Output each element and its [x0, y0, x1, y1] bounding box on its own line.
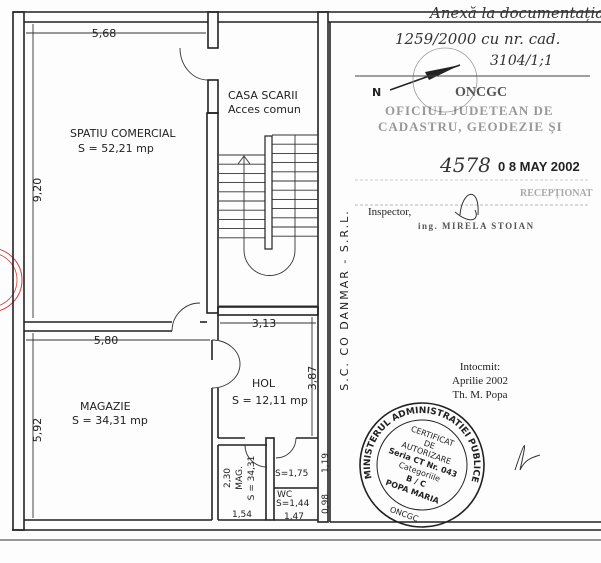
dimension-lines [26, 24, 316, 518]
author-label: Intocmit: [460, 361, 500, 373]
dim-spatiu-width: 5,68 [92, 27, 117, 40]
stamp-seal-text: ONCGC [455, 85, 507, 100]
walls [0, 11, 601, 541]
handwritten-line-2: 1259/2000 cu nr. cad. [395, 30, 560, 48]
inspector-signature [454, 193, 479, 221]
stamp-inspector-name: ing. MIRELA STOIAN [418, 221, 535, 231]
neighbor-label: S.C. CO DANMAR - S.R.L. [338, 209, 351, 391]
svg-text:N: N [372, 86, 381, 99]
dim-room-175: 1,19 [321, 453, 331, 473]
stamp-line-1: OFICIUL JUDETEAN DE [385, 103, 554, 118]
room-hol: HOL [252, 377, 276, 390]
stamp-line-2: CADASTRU, GEODEZIE ŞI [378, 119, 563, 134]
dim-wc-length: 0,98 [321, 494, 331, 514]
stamp-date: 0 8 MAY 2002 [498, 159, 580, 174]
stair-part [237, 155, 251, 165]
stamp-inspector-label: Inspector, [368, 206, 411, 218]
stamp-status: RECEPȚIONAT [520, 188, 593, 199]
oncgc-stamp: ONCGC OFICIUL JUDETEAN DE CADASTRU, GEOD… [355, 47, 593, 231]
stair-part [243, 249, 296, 276]
dim-magazie-width: 5,80 [94, 334, 119, 347]
dim-magazie-length: 5,92 [31, 418, 44, 443]
area-spatiu-comercial: S = 52,21 mp [78, 142, 154, 155]
red-stamp-fragment [0, 249, 23, 311]
area-room-175: S=1,75 [275, 469, 308, 479]
author-date: Aprilie 2002 [452, 375, 508, 387]
room-magazie: MAGAZIE [80, 400, 131, 413]
dim-wc-width: 1,47 [284, 512, 304, 522]
author-name: Th. M. Popa [453, 389, 508, 401]
handwritten-line-1: Anexă la documentația [428, 4, 601, 22]
dim-mag-length: 2,30 [223, 468, 233, 488]
area-magazie: S = 34,31 mp [72, 414, 148, 427]
svg-text:DE: DE [423, 439, 437, 451]
dim-spatiu-length: 9,20 [31, 178, 44, 203]
authorization-stamp: MINISTERUL ADMINISTRATIEI PUBLICE CERTIF… [355, 389, 498, 528]
stamp-registration-number: 4578 [439, 153, 491, 177]
area-mag-small: S = 34,31 [247, 456, 257, 501]
area-hol: S = 12,11 mp [232, 394, 308, 407]
dim-mag-width: 1,54 [232, 510, 252, 520]
svg-text:ONCGC: ONCGC [389, 505, 420, 524]
room-spatiu-comercial: SPATIU COMERCIAL [70, 127, 176, 140]
staircase [219, 134, 318, 307]
handwritten-line-3: 3104/1;1 [490, 53, 553, 69]
room-mag-small: MAG. [235, 466, 245, 490]
stair-part [264, 135, 273, 250]
doors [171, 47, 297, 468]
dim-hol-length: 3,87 [306, 366, 319, 391]
area-wc: S=1,44 [276, 499, 310, 509]
room-casa-scarii: CASA SCARII [228, 89, 298, 102]
note-acces-comun: Acces comun [228, 103, 301, 116]
dim-hol-width: 3,13 [252, 317, 277, 330]
room-wc: WC [277, 490, 292, 500]
author-signature [514, 445, 541, 471]
